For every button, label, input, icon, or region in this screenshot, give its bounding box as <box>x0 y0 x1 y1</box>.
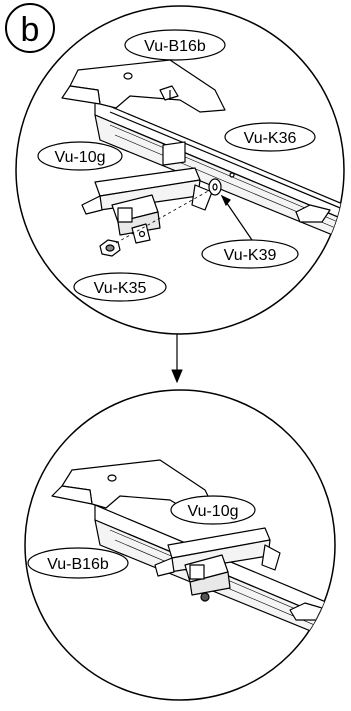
washer-part <box>208 178 222 196</box>
step-marker: b <box>5 3 55 53</box>
svg-text:Vu-10g: Vu-10g <box>55 149 106 166</box>
svg-text:Vu-B16b: Vu-B16b <box>144 38 206 55</box>
label-vu-b16b-bottom: Vu-B16b <box>27 547 129 579</box>
washer-leader <box>220 194 253 241</box>
label-vu-k36: Vu-K36 <box>224 122 316 152</box>
svg-text:Vu-B16b: Vu-B16b <box>47 556 109 573</box>
clip-part <box>81 141 213 244</box>
label-vu-b16b-top: Vu-B16b <box>124 29 226 61</box>
nut-part <box>99 239 121 257</box>
bracket-assembled <box>51 459 216 513</box>
svg-text:Vu-K36: Vu-K36 <box>244 130 297 147</box>
label-vu-10g-top: Vu-10g <box>37 141 123 171</box>
label-vu-k35: Vu-K35 <box>73 272 167 302</box>
label-vu-10g-bottom: Vu-10g <box>170 495 256 525</box>
svg-text:b: b <box>21 11 40 49</box>
svg-text:Vu-K39: Vu-K39 <box>224 247 277 264</box>
step-arrow <box>171 334 183 384</box>
clip-assembled <box>154 527 281 602</box>
svg-text:Vu-K35: Vu-K35 <box>94 280 147 297</box>
bracket-part <box>61 59 226 113</box>
label-vu-k39: Vu-K39 <box>201 239 299 269</box>
rail-part <box>94 99 344 241</box>
svg-text:Vu-10g: Vu-10g <box>188 503 239 520</box>
